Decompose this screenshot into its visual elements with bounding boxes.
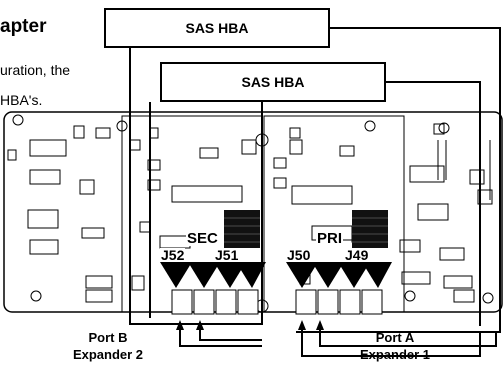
connector-j51: J51 bbox=[214, 248, 239, 262]
port-b-name: Port B bbox=[58, 329, 158, 346]
sec-label: SEC bbox=[186, 232, 219, 246]
connector-j50: J50 bbox=[286, 248, 311, 262]
connector-j52: J52 bbox=[160, 248, 185, 262]
sas-hba-bottom-label: SAS HBA bbox=[241, 74, 304, 90]
expander-1-name: Expander 1 bbox=[340, 346, 450, 363]
sec-cable-arrows bbox=[180, 328, 262, 346]
sas-hba-top: SAS HBA bbox=[104, 8, 330, 48]
pri-label: PRI bbox=[316, 232, 343, 246]
expander-2-name: Expander 2 bbox=[58, 346, 158, 363]
sas-hba-top-label: SAS HBA bbox=[185, 20, 248, 36]
port-a-label: Port A Expander 1 bbox=[340, 329, 450, 363]
port-a-name: Port A bbox=[340, 329, 450, 346]
sas-hba-bottom: SAS HBA bbox=[160, 62, 386, 102]
connector-j49: J49 bbox=[344, 248, 369, 262]
port-b-label: Port B Expander 2 bbox=[58, 329, 158, 363]
